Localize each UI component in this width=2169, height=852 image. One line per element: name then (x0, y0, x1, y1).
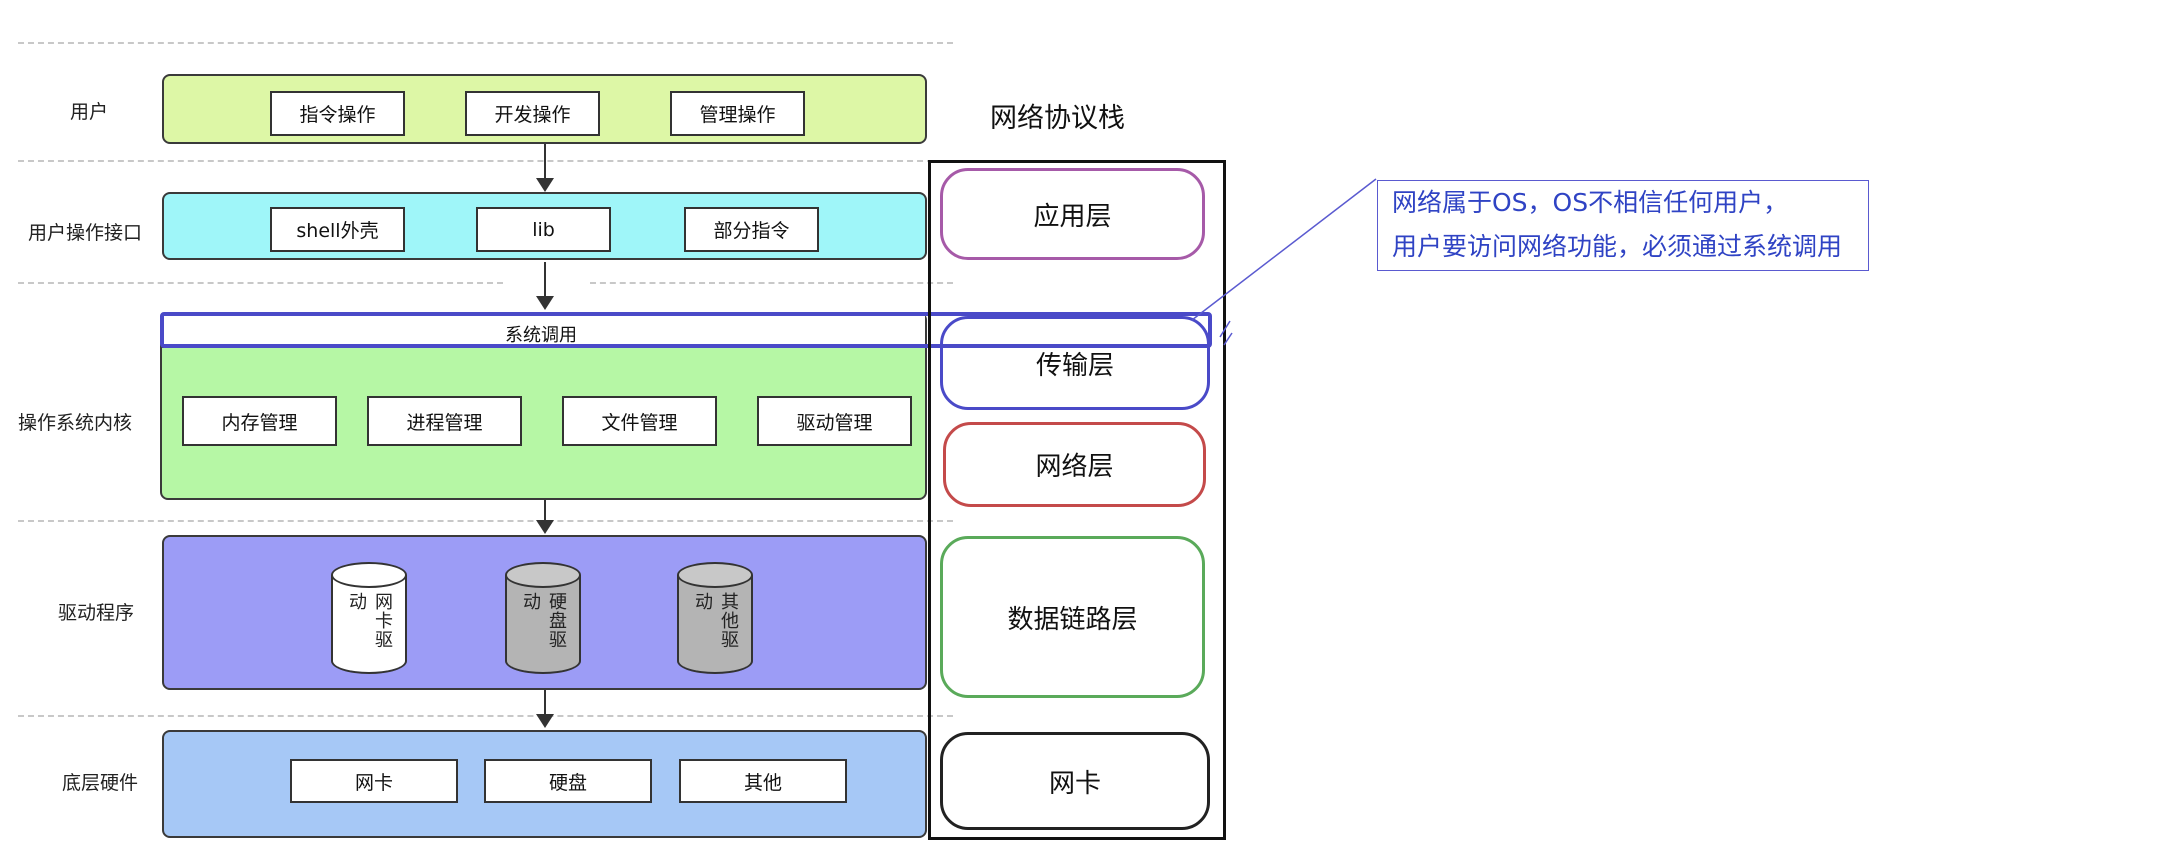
file-management-box: 文件管理 (562, 396, 717, 446)
protocol-stack-title: 网络协议栈 (990, 103, 1125, 134)
nic-driver-label: 网卡驱动 (346, 592, 393, 649)
process-management-box: 进程管理 (367, 396, 522, 446)
row-label-user: 用户 (70, 101, 109, 123)
manage-operation-box: 管理操作 (670, 91, 805, 136)
command-operation-box: 指令操作 (270, 91, 405, 136)
arrow-user-to-interface (536, 144, 554, 192)
annotation-line-1: 网络属于OS，OS不相信任何用户， (1392, 188, 1789, 217)
partial-commands-box: 部分指令 (684, 207, 819, 252)
nic-layer: 网卡 (940, 732, 1210, 830)
separator-3 (18, 520, 953, 522)
syscall-highlight (160, 312, 1212, 348)
other-driver-label: 其他驱动 (692, 592, 739, 649)
protocol-stack-frame (928, 160, 1226, 840)
row-label-driver: 驱动程序 (58, 602, 135, 624)
separator-top (18, 42, 953, 44)
other-hardware-box: 其他 (679, 759, 847, 803)
separator-2a (18, 282, 503, 284)
other-driver-cylinder: 其他驱动 (677, 562, 753, 674)
arrow-driver-to-hardware (536, 690, 554, 728)
arrow-interface-to-kernel (536, 262, 554, 310)
row-label-user-interface: 用户操作接口 (28, 222, 143, 244)
memory-management-box: 内存管理 (182, 396, 337, 446)
application-layer: 应用层 (940, 168, 1205, 260)
separator-1 (18, 160, 953, 162)
annotation-note: 网络属于OS，OS不相信任何用户， 用户要访问网络功能，必须通过系统调用 (1377, 180, 1869, 271)
data-link-layer: 数据链路层 (940, 536, 1205, 698)
network-layer: 网络层 (943, 422, 1206, 507)
separator-4 (18, 715, 953, 717)
arrow-kernel-to-driver (536, 500, 554, 534)
disk-driver-label: 硬盘驱动 (520, 592, 567, 649)
annotation-line-2: 用户要访问网络功能，必须通过系统调用 (1392, 232, 1843, 261)
transport-layer: 传输层 (940, 316, 1210, 410)
syscall-label: 系统调用 (505, 325, 577, 346)
nic-driver-cylinder: 网卡驱动 (331, 562, 407, 674)
driver-management-box: 驱动管理 (757, 396, 912, 446)
callout-line (1191, 178, 1377, 346)
row-label-kernel: 操作系统内核 (18, 412, 133, 434)
develop-operation-box: 开发操作 (465, 91, 600, 136)
lib-box: lib (476, 207, 611, 252)
row-label-hardware: 底层硬件 (62, 772, 139, 794)
nic-hardware-box: 网卡 (290, 759, 458, 803)
disk-driver-cylinder: 硬盘驱动 (505, 562, 581, 674)
shell-box: shell外壳 (270, 207, 405, 252)
disk-hardware-box: 硬盘 (484, 759, 652, 803)
separator-2b (590, 282, 953, 284)
